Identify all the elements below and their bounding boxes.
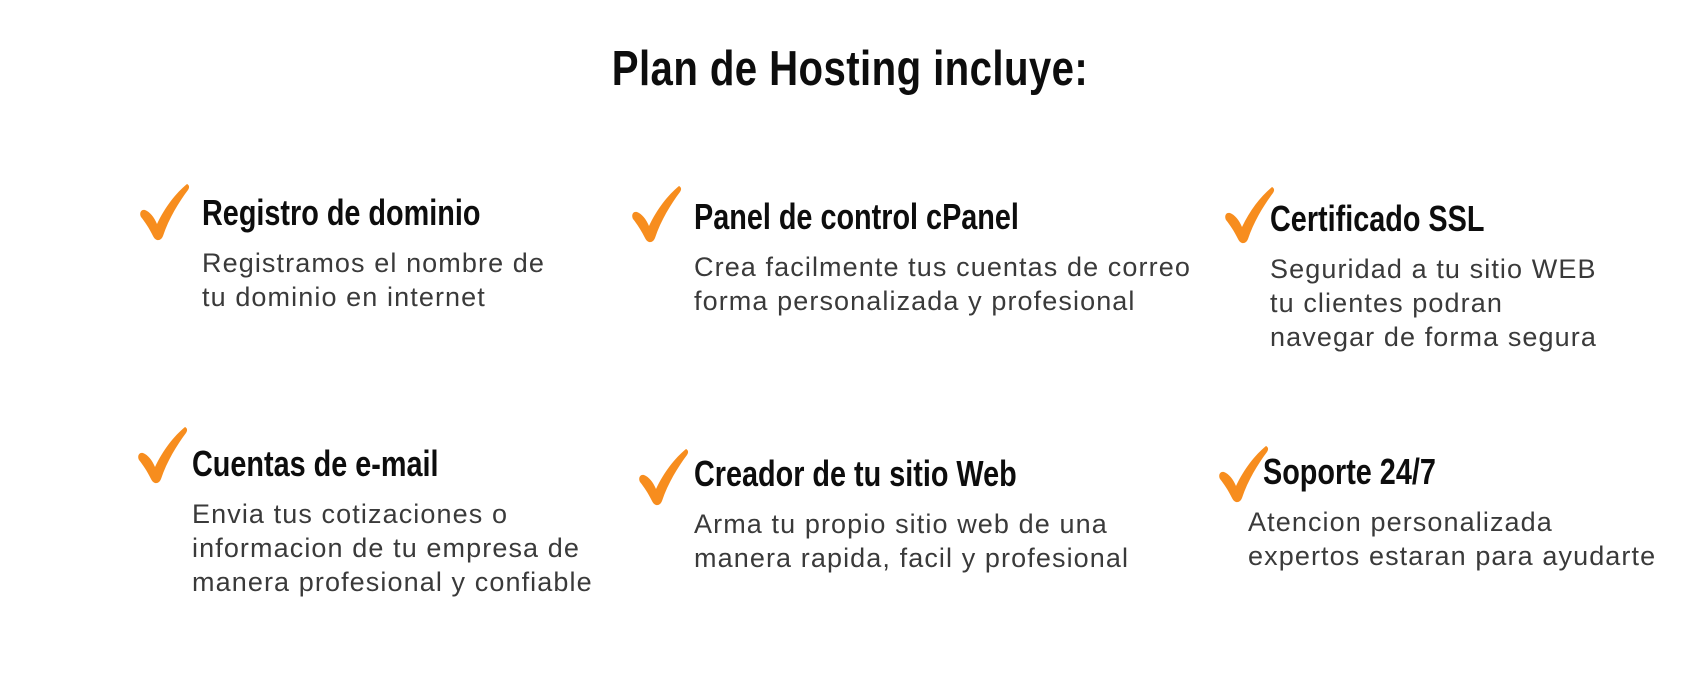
feature-description: Crea facilmente tus cuentas de correo fo…: [694, 250, 1191, 318]
feature-description: Seguridad a tu sitio WEB tu clientes pod…: [1270, 252, 1597, 354]
feature-description-line: Seguridad a tu sitio WEB: [1270, 254, 1597, 284]
feature-description-line: Atencion personalizada: [1248, 507, 1553, 537]
feature-description-line: expertos estaran para ayudarte: [1248, 541, 1657, 571]
feature-description-line: forma personalizada y profesional: [694, 286, 1136, 316]
feature-description-line: Crea facilmente tus cuentas de correo: [694, 252, 1191, 282]
feature-title: Panel de control cPanel: [694, 196, 1019, 237]
feature-description-line: tu dominio en internet: [202, 282, 486, 312]
check-icon: [140, 184, 190, 241]
feature-description-line: navegar de forma segura: [1270, 322, 1597, 352]
check-icon: [1219, 446, 1269, 503]
feature-description: Arma tu propio sitio web de una manera r…: [694, 507, 1129, 575]
check-icon: [632, 186, 682, 243]
feature-title: Soporte 24/7: [1263, 451, 1436, 492]
feature-description: Atencion personalizada expertos estaran …: [1248, 505, 1656, 573]
check-icon: [639, 449, 689, 506]
feature-description-line: manera profesional y confiable: [192, 567, 593, 597]
feature-description: Registramos el nombre de tu dominio en i…: [202, 246, 550, 314]
feature-description-line: tu clientes podran: [1270, 288, 1503, 318]
feature-title: Certificado SSL: [1270, 198, 1485, 239]
page-title: Plan de Hosting incluye:: [611, 42, 1089, 96]
check-icon: [1225, 187, 1275, 244]
feature-description: Envia tus cotizaciones o informacion de …: [192, 497, 593, 599]
feature-description-line: Registramos el nombre de: [202, 248, 546, 278]
check-icon: [138, 427, 188, 484]
feature-title: Registro de dominio: [202, 192, 481, 233]
feature-description-line: manera rapida, facil y profesional: [694, 543, 1130, 573]
feature-title: Cuentas de e-mail: [192, 443, 439, 484]
feature-description-line: informacion de tu empresa de: [192, 533, 580, 563]
feature-description-line: Arma tu propio sitio web de una: [694, 509, 1108, 539]
feature-title: Creador de tu sitio Web: [694, 453, 1017, 494]
feature-description-line: Envia tus cotizaciones o: [192, 499, 509, 529]
